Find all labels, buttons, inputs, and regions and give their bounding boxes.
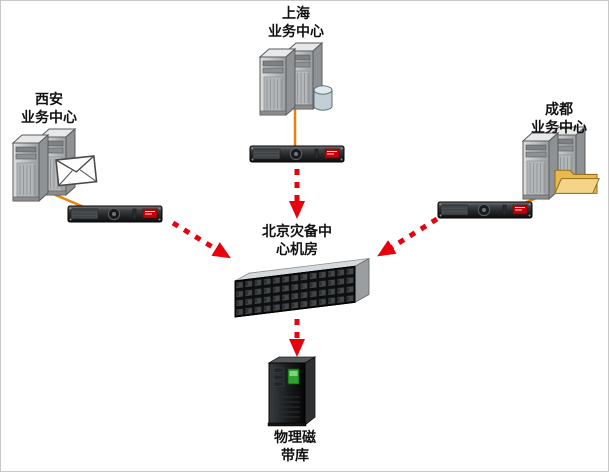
shanghai-backup-appliance — [249, 145, 345, 163]
arrow-chengdu-to-beijing — [377, 216, 439, 257]
chengdu-backup-appliance — [437, 201, 533, 219]
database-icon — [313, 85, 333, 111]
mail-icon — [55, 155, 98, 187]
shanghai-servers — [260, 43, 322, 115]
xian-backup-appliance — [67, 205, 163, 223]
tape-library — [267, 356, 316, 427]
beijing-storage-array — [234, 258, 370, 318]
arrow-xian-to-beijing — [171, 220, 231, 259]
